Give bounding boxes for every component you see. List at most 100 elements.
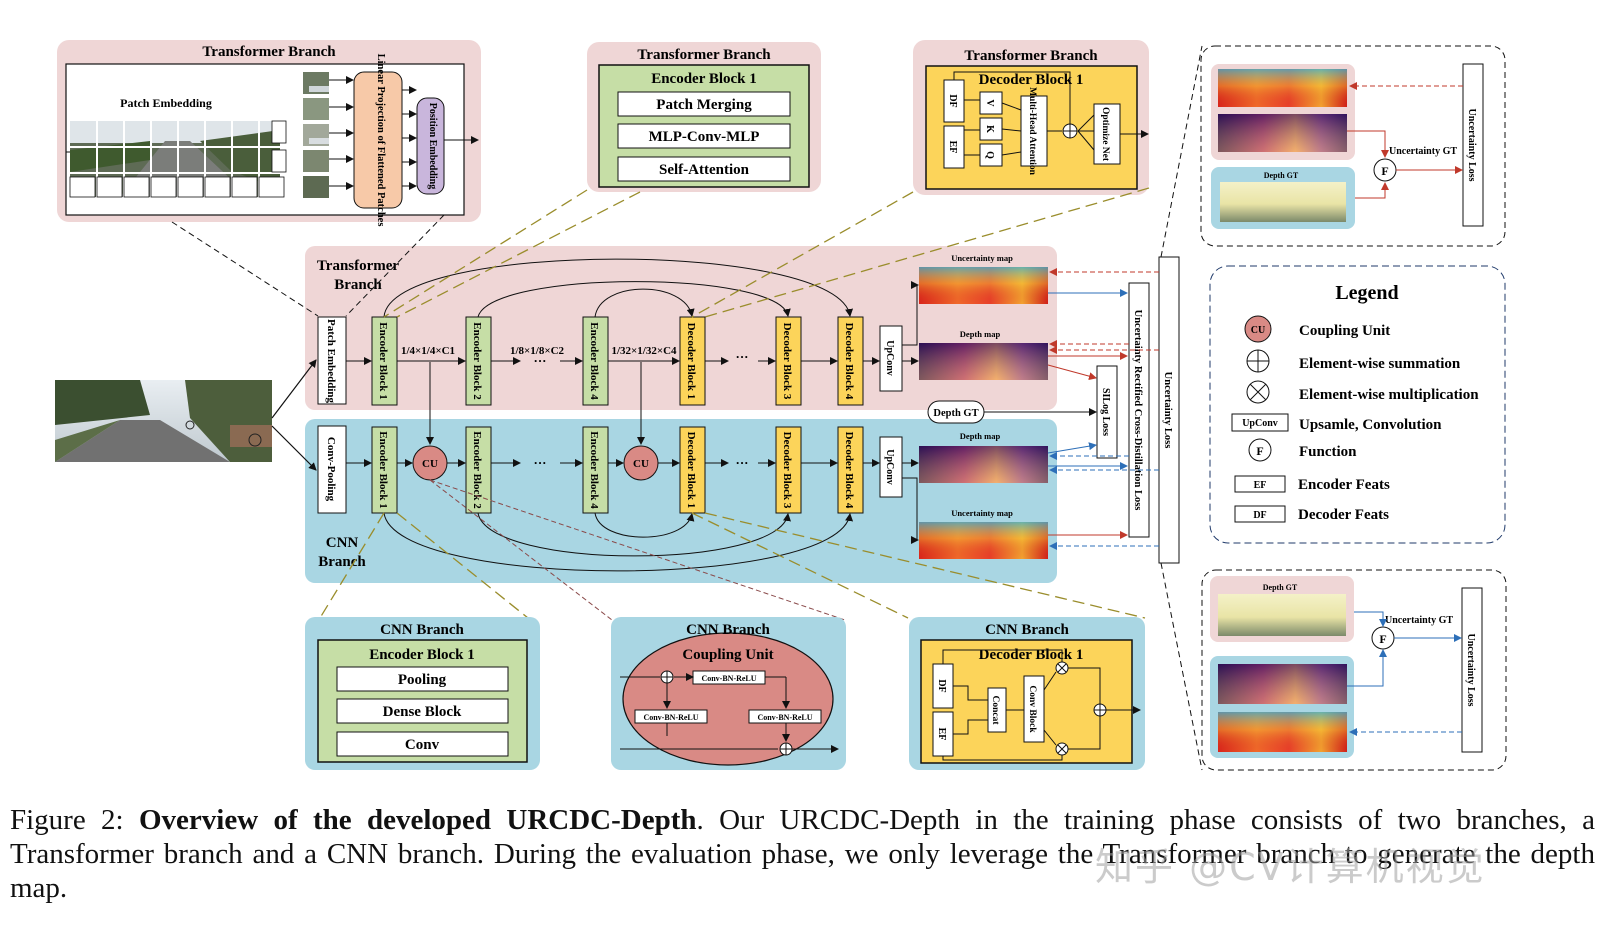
branch-label: Branch (318, 554, 366, 570)
coupling-unit-node: CU (422, 458, 438, 470)
map-label: Depth map (960, 431, 1001, 441)
conv-block-label: Conv Block (1027, 685, 1037, 733)
caption-prefix: Figure 2: (10, 804, 139, 836)
mha-label: Multi-Head Attention (1027, 87, 1037, 176)
layer-label: Patch Merging (656, 97, 752, 113)
block-title: Decoder Block 1 (979, 72, 1084, 88)
v-label: V (984, 99, 995, 107)
silog-loss-box: SILog Loss (1100, 388, 1111, 436)
ellipsis: ··· (735, 455, 748, 470)
bottom-decoder-panel: CNN Branch Decoder Block 1 DF EF Concat … (909, 617, 1145, 770)
uncertainty-loss-box: Uncertainty Loss (1465, 633, 1476, 706)
caption-body: . Our URCDC-Depth in the training phase … (10, 804, 1595, 904)
layer-label: Self-Attention (659, 162, 750, 178)
top-decoder-panel: Transformer Branch Decoder Block 1 DF EF… (913, 40, 1149, 195)
conv-pooling-box: Conv-Pooling (325, 437, 337, 502)
depth-gt-label: Depth GT (1263, 583, 1298, 592)
branch-label: Transformer (317, 258, 400, 274)
df-label: DF (936, 679, 947, 692)
cnn-decoder-blocks: Decoder Block 1 Decoder Block 3 Decoder … (679, 426, 864, 514)
q-label: Q (984, 151, 995, 159)
ef-label: EF (936, 728, 947, 741)
map-label: Depth map (960, 329, 1001, 339)
ellipsis: ··· (533, 353, 546, 368)
right-bottom-loss-panel: Depth GT F Uncertainty GT Uncertainty Lo… (1201, 569, 1507, 771)
legend-label: Encoder Feats (1298, 477, 1390, 493)
layer-label: Dense Block (383, 704, 462, 720)
ellipsis: ··· (533, 455, 546, 470)
cu-symbol: CU (1251, 325, 1265, 336)
decoder-block-label: Decoder Block 1 (685, 323, 697, 400)
transformer-encoder-blocks: Encoder Block 1 Encoder Block 2 Encoder … (371, 316, 609, 406)
caption-lead: Overview of the developed URCDC-Depth (138, 804, 697, 836)
upconv-symbol: UpConv (1242, 418, 1278, 429)
legend-label: Upsamle, Convolution (1299, 417, 1442, 433)
encoder-block-label: Encoder Block 2 (471, 431, 483, 509)
function-symbol: F (1256, 444, 1263, 458)
block-title: Encoder Block 1 (369, 647, 475, 663)
panel-title: CNN Branch (985, 622, 1069, 638)
decoder-block-label: Decoder Block 4 (843, 323, 855, 400)
figure-caption: Figure 2: Overview of the developed URCD… (10, 803, 1595, 905)
patch-grid-image (66, 120, 287, 198)
panel-title: Transformer Branch (202, 44, 336, 60)
top-patch-panel: Transformer Branch Patch Embedding (57, 40, 481, 226)
depth-gt-pill: Depth GT (933, 408, 978, 419)
top-encoder-panel: Transformer Branch Encoder Block 1 Patch… (587, 42, 821, 192)
ef-label: EF (947, 141, 958, 154)
input-image (55, 380, 272, 462)
ellipsis: ··· (735, 349, 748, 364)
depth-gt-label: Depth GT (1264, 171, 1299, 180)
patch-embedding-box: Patch Embedding (325, 319, 337, 404)
patch-stack (303, 72, 329, 198)
unit-title: Coupling Unit (682, 647, 773, 663)
function-node: F (1379, 632, 1386, 646)
scale-label: 1/32×1/32×C4 (611, 345, 677, 357)
panel-title: CNN Branch (380, 622, 464, 638)
legend-label: Function (1299, 444, 1357, 460)
df-label: DF (947, 94, 958, 107)
legend-title: Legend (1335, 282, 1398, 304)
legend: Legend CU Coupling Unit Element-wise sum… (1209, 265, 1506, 544)
k-label: K (984, 125, 995, 133)
transformer-uncertainty-map: Uncertainty map (919, 253, 1048, 304)
scale-label: 1/4×1/4×C1 (401, 345, 455, 357)
legend-label: Element-wise summation (1299, 356, 1461, 372)
watermark: 知乎 @CV计算机视觉 (1095, 845, 1486, 889)
scale-label: 1/8×1/8×C2 (510, 345, 565, 357)
panel-title: Transformer Branch (637, 47, 771, 63)
transformer-decoder-blocks: Decoder Block 1 Decoder Block 3 Decoder … (679, 316, 864, 406)
encoder-block-label: Encoder Block 4 (588, 322, 600, 400)
cnn-uncertainty-map: Uncertainty map (919, 508, 1048, 559)
layer-label: Conv (405, 737, 440, 753)
coupling-unit-node: CU (633, 458, 649, 470)
conv-bn-relu: Conv-BN-ReLU (757, 713, 812, 722)
encoder-block-label: Encoder Block 2 (471, 322, 483, 400)
urcd-loss-box: Uncertainty Rectified Cross-Distillation… (1132, 310, 1143, 511)
block-title: Encoder Block 1 (651, 71, 757, 87)
uncertainty-gt-label: Uncertainty GT (1385, 615, 1453, 626)
cnn-depth-map: Depth map (919, 431, 1048, 483)
position-embedding-label: Position Embedding (427, 103, 438, 189)
df-symbol: DF (1253, 510, 1266, 521)
layer-label: Pooling (398, 672, 447, 688)
panel-title: Transformer Branch (964, 48, 1098, 64)
map-label: Uncertainty map (951, 508, 1013, 518)
panel-title: CNN Branch (686, 622, 770, 638)
legend-label: Coupling Unit (1299, 323, 1390, 339)
cnn-encoder-blocks: Encoder Block 1 Encoder Block 2 Encoder … (371, 426, 609, 514)
legend-label: Decoder Feats (1298, 507, 1389, 523)
decoder-block-label: Decoder Block 4 (843, 432, 855, 509)
uncertainty-loss-box: Uncertainty Loss (1466, 108, 1477, 181)
branch-label: Branch (334, 277, 382, 293)
function-node: F (1381, 164, 1388, 178)
encoder-block-label: Encoder Block 1 (377, 431, 389, 508)
transformer-depth-map: Depth map (919, 329, 1048, 380)
upconv-box: UpConv (884, 449, 895, 485)
layer-label: MLP-Conv-MLP (649, 129, 760, 145)
conv-bn-relu: Conv-BN-ReLU (643, 713, 698, 722)
right-top-loss-panel: Depth GT F Uncertainty GT Uncertainty Lo… (1200, 45, 1506, 247)
architecture-diagram: Transformer Branch Patch Embedding (55, 40, 1507, 771)
plus-circle-icon (1246, 349, 1270, 373)
upconv-box: UpConv (884, 340, 895, 376)
